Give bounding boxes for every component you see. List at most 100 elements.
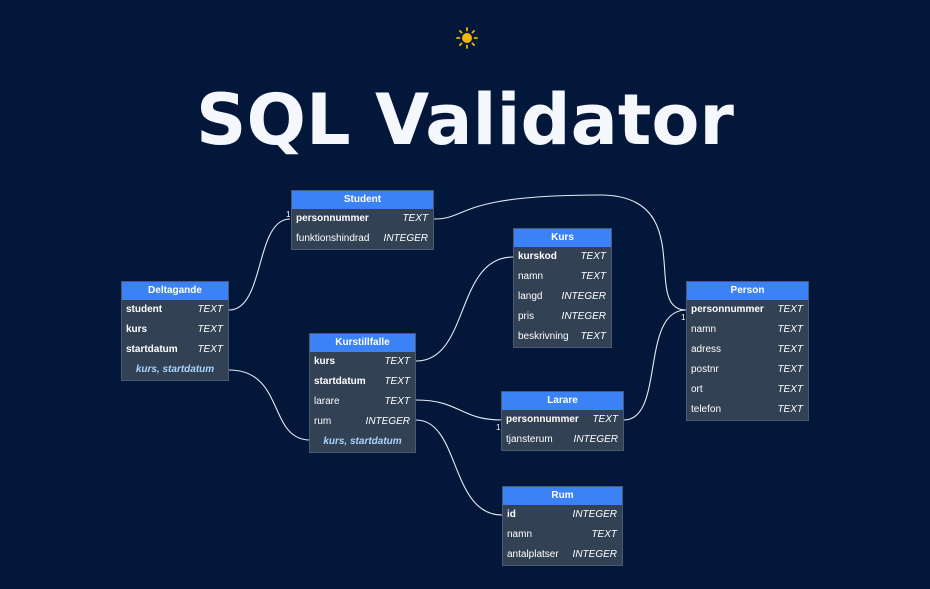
- column-name: student: [126, 304, 163, 315]
- column-name: kurs: [314, 356, 336, 367]
- table-row: namn TEXT: [514, 267, 611, 287]
- table-row: tjansterum INTEGER: [502, 430, 623, 450]
- column-type: TEXT: [777, 384, 803, 395]
- relation-deltagande-student: [228, 218, 291, 311]
- column-name: telefon: [691, 404, 722, 415]
- column-type: TEXT: [580, 331, 606, 342]
- composite-key: kurs, startdatum: [323, 436, 402, 447]
- column-type: INTEGER: [573, 434, 618, 445]
- column-type: INTEGER: [572, 509, 617, 520]
- table-header: Deltagande: [122, 282, 228, 300]
- column-name: namn: [518, 271, 544, 282]
- column-type: TEXT: [777, 404, 803, 415]
- column-name: personnummer: [506, 414, 579, 425]
- table-row: kurs TEXT: [310, 352, 415, 372]
- column-name: personnummer: [296, 213, 369, 224]
- column-type: INTEGER: [561, 291, 606, 302]
- table-header: Kurs: [514, 229, 611, 247]
- table-header: Student: [292, 191, 433, 209]
- table-row: personnummer TEXT: [502, 410, 623, 430]
- column-name: langd: [518, 291, 543, 302]
- table-row: namn TEXT: [503, 525, 622, 545]
- page-title: SQL Validator: [196, 79, 734, 161]
- column-type: TEXT: [777, 364, 803, 375]
- cardinality-marker: 1: [286, 210, 291, 219]
- cardinality-marker: 1: [681, 313, 686, 322]
- column-type: TEXT: [777, 304, 803, 315]
- column-name: kurs: [126, 324, 148, 335]
- column-type: INTEGER: [365, 416, 410, 427]
- table-row: langd INTEGER: [514, 287, 611, 307]
- table-header: Person: [687, 282, 808, 300]
- column-name: namn: [507, 529, 533, 540]
- table-row: id INTEGER: [503, 505, 622, 525]
- table-row: rum INTEGER: [310, 412, 415, 432]
- column-type: INTEGER: [561, 311, 606, 322]
- column-name: adress: [691, 344, 722, 355]
- column-type: INTEGER: [572, 549, 617, 560]
- column-name: startdatum: [314, 376, 366, 387]
- table-header: Larare: [502, 392, 623, 410]
- column-type: TEXT: [402, 213, 428, 224]
- cardinality-marker: 1: [496, 423, 501, 432]
- column-name: pris: [518, 311, 535, 322]
- column-name: id: [507, 509, 516, 520]
- column-type: TEXT: [580, 251, 606, 262]
- table-row: pris INTEGER: [514, 307, 611, 327]
- column-type: TEXT: [384, 376, 410, 387]
- column-type: TEXT: [384, 396, 410, 407]
- composite-key-row: kurs, startdatum: [122, 360, 228, 380]
- column-name: funktionshindrad: [296, 233, 370, 244]
- table-larare[interactable]: Larare personnummer TEXT tjansterum INTEGE…: [501, 391, 624, 451]
- table-row: funktionshindrad INTEGER: [292, 229, 433, 249]
- column-type: INTEGER: [383, 233, 428, 244]
- column-name: kurskod: [518, 251, 557, 262]
- column-type: TEXT: [777, 344, 803, 355]
- column-name: namn: [691, 324, 717, 335]
- column-name: larare: [314, 396, 340, 407]
- column-type: TEXT: [580, 271, 606, 282]
- relation-deltagande-kurstillfalle: [228, 369, 311, 441]
- table-row: telefon TEXT: [687, 400, 808, 420]
- column-type: TEXT: [777, 324, 803, 335]
- table-header: Rum: [503, 487, 622, 505]
- table-row: beskrivning TEXT: [514, 327, 611, 347]
- table-row: antalplatser INTEGER: [503, 545, 622, 565]
- column-name: antalplatser: [507, 549, 559, 560]
- column-type: TEXT: [592, 414, 618, 425]
- column-name: rum: [314, 416, 332, 427]
- column-type: TEXT: [197, 344, 223, 355]
- table-student[interactable]: Student personnummer TEXT funktionshindra…: [291, 190, 434, 250]
- column-name: tjansterum: [506, 434, 553, 445]
- table-row: personnummer TEXT: [292, 209, 433, 229]
- table-row: personnummer TEXT: [687, 300, 808, 320]
- column-name: startdatum: [126, 344, 178, 355]
- sun-icon[interactable]: [456, 27, 478, 49]
- relation-larare-person: [623, 309, 687, 421]
- table-header: Kurstillfalle: [310, 334, 415, 352]
- composite-key-row: kurs, startdatum: [310, 432, 415, 452]
- table-row: kurskod TEXT: [514, 247, 611, 267]
- table-row: adress TEXT: [687, 340, 808, 360]
- table-row: namn TEXT: [687, 320, 808, 340]
- relation-student-person: [433, 194, 687, 311]
- relation-kurstillfalle-rum: [415, 419, 503, 516]
- relation-kurstillfalle-larare: [415, 399, 503, 421]
- column-type: TEXT: [591, 529, 617, 540]
- column-name: beskrivning: [518, 331, 569, 342]
- column-name: personnummer: [691, 304, 764, 315]
- column-type: TEXT: [197, 304, 223, 315]
- column-type: TEXT: [197, 324, 223, 335]
- relation-kurstillfalle-kurs: [415, 256, 514, 362]
- table-row: student TEXT: [122, 300, 228, 320]
- column-type: TEXT: [384, 356, 410, 367]
- table-row: startdatum TEXT: [310, 372, 415, 392]
